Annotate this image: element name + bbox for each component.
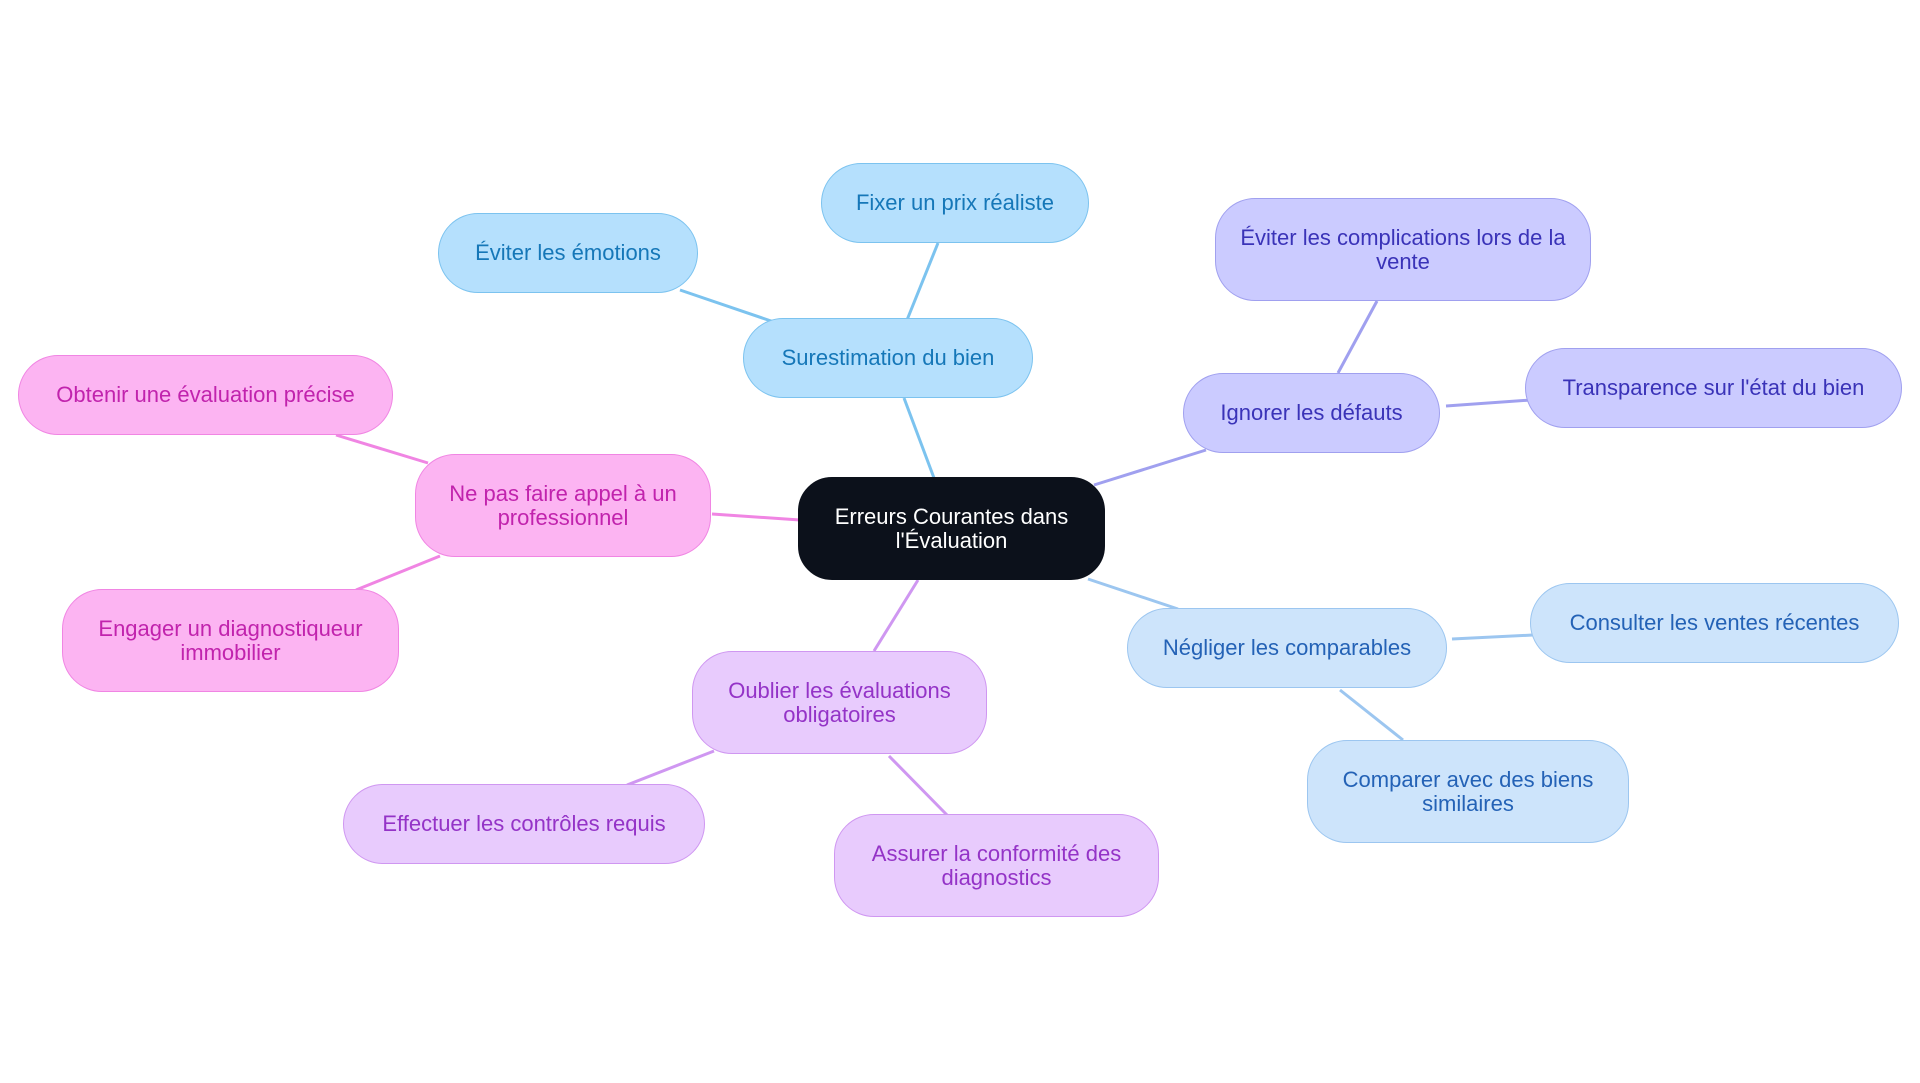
leaf-node-eviter-emotions[interactable]: Éviter les émotions (438, 213, 698, 293)
branch-label: Négliger les comparables (1162, 635, 1412, 660)
edge-obligatoires-controles (626, 749, 715, 787)
leaf-label: Éviter les complications lors de la vent… (1240, 224, 1566, 274)
edge-root-surestimation (902, 397, 936, 479)
edge-surestimation-emotions (679, 288, 775, 324)
leaf-node-comparer-biens[interactable]: Comparer avec des biens similaires (1307, 740, 1629, 843)
branch-label: Oublier les évaluations obligatoires (728, 677, 951, 727)
root-node[interactable]: Erreurs Courantes dans l'Évaluation (798, 477, 1105, 580)
edge-defauts-transparence (1445, 398, 1532, 408)
leaf-node-assurer-conformite[interactable]: Assurer la conformité des diagnostics (834, 814, 1159, 917)
leaf-node-transparence[interactable]: Transparence sur l'état du bien (1525, 348, 1902, 428)
edge-defauts-complications (1336, 300, 1379, 374)
leaf-node-obtenir-evaluation[interactable]: Obtenir une évaluation précise (18, 355, 393, 435)
edge-root-obligatoires (872, 579, 920, 652)
edge-root-professionnel (711, 512, 801, 522)
edge-surestimation-prix (905, 242, 940, 321)
leaf-node-effectuer-controles[interactable]: Effectuer les contrôles requis (343, 784, 705, 864)
leaf-label: Fixer un prix réaliste (855, 190, 1055, 215)
branch-node-oublier-evaluations[interactable]: Oublier les évaluations obligatoires (692, 651, 987, 754)
branch-node-appel-professionnel[interactable]: Ne pas faire appel à un professionnel (415, 454, 711, 557)
leaf-node-consulter-ventes[interactable]: Consulter les ventes récentes (1530, 583, 1899, 663)
edge-professionnel-evaluation (335, 433, 429, 465)
root-label: Erreurs Courantes dans l'Évaluation (834, 503, 1069, 553)
leaf-node-fixer-prix[interactable]: Fixer un prix réaliste (821, 163, 1089, 243)
leaf-label: Comparer avec des biens similaires (1342, 766, 1594, 816)
edge-comparables-comparer (1339, 688, 1404, 742)
branch-label: Surestimation du bien (781, 345, 995, 370)
leaf-node-engager-diagnostiqueur[interactable]: Engager un diagnostiqueur immobilier (62, 589, 399, 692)
edge-root-comparables (1087, 577, 1179, 611)
branch-label: Ignorer les défauts (1220, 400, 1403, 425)
edge-professionnel-diagnostiqueur (355, 554, 441, 592)
branch-node-ignorer-defauts[interactable]: Ignorer les défauts (1183, 373, 1440, 453)
leaf-label: Assurer la conformité des diagnostics (871, 840, 1122, 890)
branch-node-surestimation[interactable]: Surestimation du bien (743, 318, 1033, 398)
leaf-label: Transparence sur l'état du bien (1562, 375, 1865, 400)
leaf-label: Éviter les émotions (475, 240, 661, 265)
leaf-label: Obtenir une évaluation précise (56, 382, 355, 407)
edge-root-defauts (1093, 448, 1207, 487)
leaf-label: Engager un diagnostiqueur immobilier (98, 615, 363, 665)
branch-label: Ne pas faire appel à un professionnel (449, 480, 677, 530)
branch-node-negliger-comparables[interactable]: Négliger les comparables (1127, 608, 1447, 688)
leaf-node-eviter-complications[interactable]: Éviter les complications lors de la vent… (1215, 198, 1591, 301)
edge-obligatoires-conformite (887, 754, 949, 817)
leaf-label: Effectuer les contrôles requis (382, 811, 666, 836)
edge-comparables-ventes (1451, 633, 1534, 641)
leaf-label: Consulter les ventes récentes (1569, 610, 1860, 635)
